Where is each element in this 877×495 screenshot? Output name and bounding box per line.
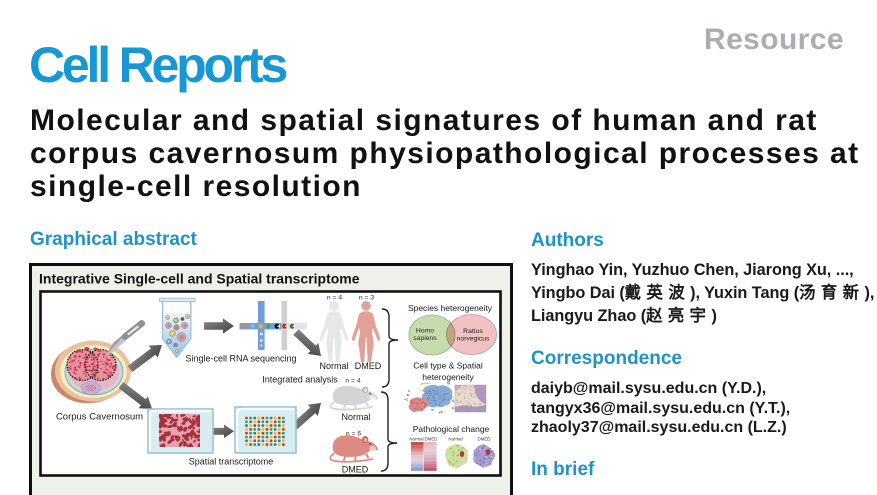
- svg-text:Normal: Normal: [341, 412, 370, 422]
- svg-text:n = 4: n = 4: [345, 378, 361, 385]
- svg-text:Pathological change: Pathological change: [413, 424, 490, 434]
- svg-text:Homo: Homo: [416, 328, 434, 335]
- svg-text:Normal: Normal: [448, 437, 462, 442]
- svg-text:Rattus: Rattus: [463, 328, 483, 335]
- svg-text:Spatial transcriptome: Spatial transcriptome: [189, 457, 274, 467]
- svg-text:n = 6: n = 6: [346, 431, 362, 438]
- svg-text:Integrated analysis: Integrated analysis: [262, 375, 338, 385]
- svg-text:n = 4: n = 4: [327, 295, 343, 302]
- svg-text:DMED: DMED: [425, 437, 438, 442]
- svg-text:Normal: Normal: [409, 437, 423, 442]
- svg-text:heterogeneity: heterogeneity: [422, 372, 474, 382]
- svg-text:Single-cell RNA sequencing: Single-cell RNA sequencing: [185, 354, 296, 364]
- svg-text:DMED: DMED: [478, 437, 491, 442]
- svg-text:Integrative Single-cell and Sp: Integrative Single-cell and Spatial tran…: [39, 271, 360, 287]
- svg-text:Species heterogeneity: Species heterogeneity: [408, 303, 493, 313]
- svg-text:Cell type & Spatial: Cell type & Spatial: [413, 361, 483, 371]
- svg-text:DMED: DMED: [342, 465, 369, 475]
- svg-text:DMED: DMED: [355, 361, 382, 371]
- svg-text:Normal: Normal: [319, 361, 348, 371]
- svg-text:n = 3: n = 3: [359, 295, 375, 302]
- svg-text:norvegicus: norvegicus: [457, 336, 490, 343]
- svg-text:Corpus Cavernosum: Corpus Cavernosum: [56, 412, 143, 423]
- svg-text:sapiens: sapiens: [413, 335, 437, 342]
